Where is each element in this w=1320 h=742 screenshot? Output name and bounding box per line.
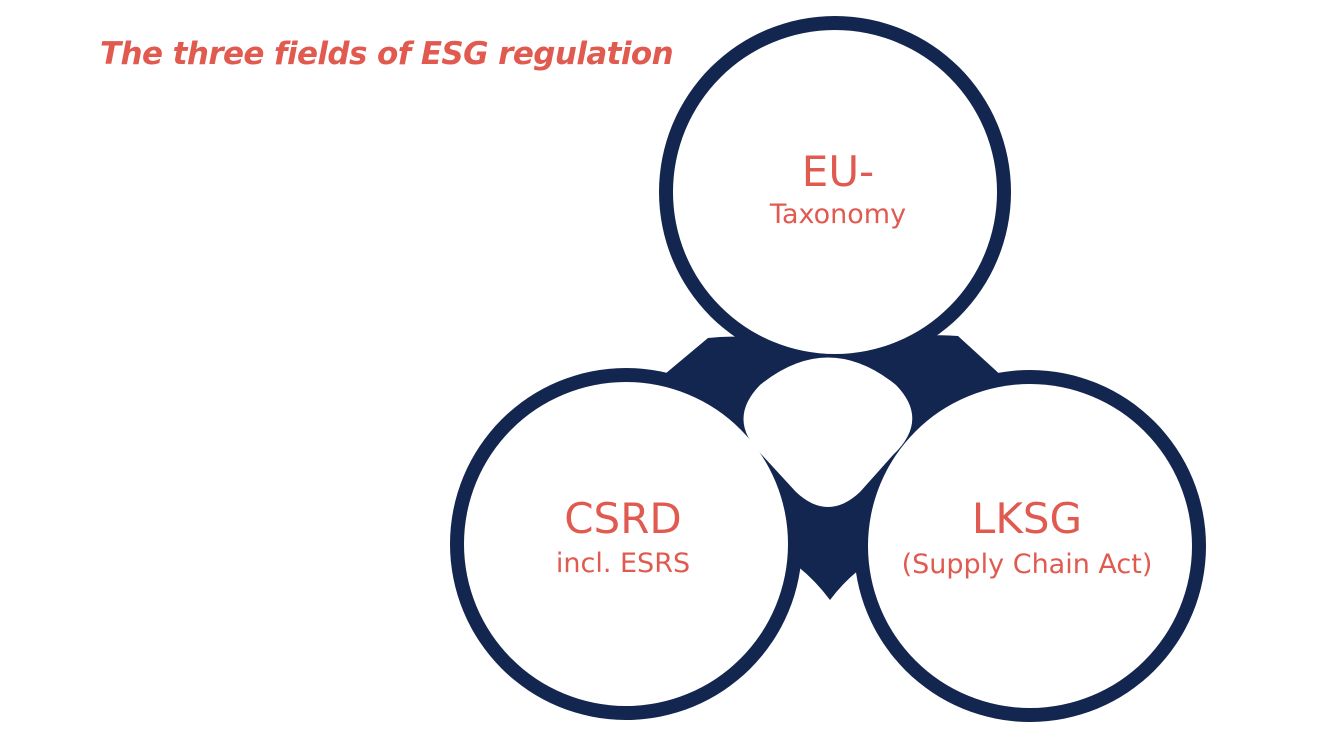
- field-title: CSRD: [564, 494, 682, 543]
- connector-body: [450, 16, 1206, 722]
- field-title: LKSG: [972, 494, 1082, 543]
- field-csrd: CSRD incl. ESRS: [556, 494, 690, 579]
- field-subtitle: Taxonomy: [769, 199, 906, 230]
- field-title: EU-: [802, 147, 874, 196]
- field-subtitle: (Supply Chain Act): [902, 549, 1153, 580]
- field-lksg: LKSG (Supply Chain Act): [902, 494, 1153, 580]
- field-subtitle: incl. ESRS: [556, 548, 690, 579]
- page-title: The three fields of ESG regulation: [100, 36, 674, 72]
- field-eu-taxonomy: EU- Taxonomy: [769, 147, 906, 230]
